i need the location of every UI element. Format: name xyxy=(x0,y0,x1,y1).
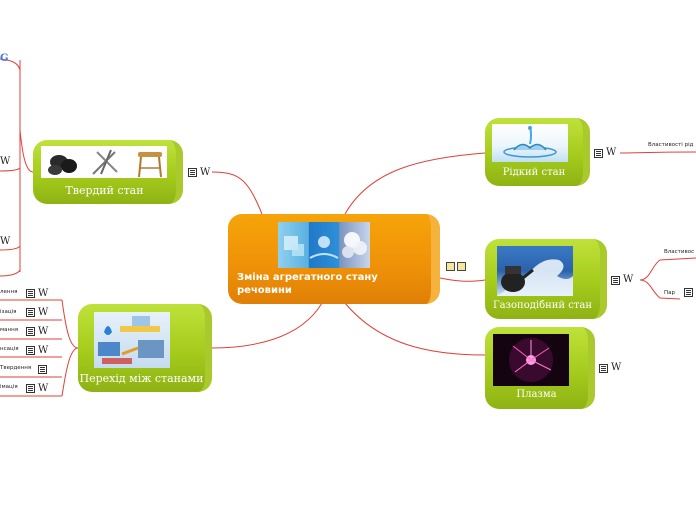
branch-label-plasma: Плазма xyxy=(485,389,588,400)
note-icon[interactable] xyxy=(446,262,455,271)
google-icon[interactable]: G xyxy=(0,54,9,64)
note-icon[interactable] xyxy=(611,276,620,285)
note-icon[interactable] xyxy=(26,308,35,317)
central-topic-node[interactable]: Зміна агрегатного стану речовини xyxy=(228,214,440,304)
note-icon[interactable] xyxy=(188,168,197,177)
wikipedia-icon[interactable]: W xyxy=(623,275,633,285)
ice-water-cloud-image xyxy=(278,222,370,268)
wikipedia-icon[interactable]: W xyxy=(38,289,48,299)
branch-node-transition[interactable]: Перехід між станами xyxy=(78,304,212,392)
branch-label-transition: Перехід між станами xyxy=(78,372,205,385)
wikipedia-icon[interactable]: W xyxy=(38,308,48,318)
transition-item[interactable]: Твердення xyxy=(0,365,31,372)
plasma-ball-image xyxy=(493,334,569,386)
wikipedia-icon[interactable]: W xyxy=(0,237,10,247)
branch-label-liquid: Рідкий стан xyxy=(485,167,583,178)
transition-item[interactable]: лення xyxy=(0,289,17,296)
wikipedia-icon[interactable]: W xyxy=(38,384,48,394)
wikipedia-icon[interactable]: W xyxy=(200,168,210,178)
branch-node-liquid[interactable]: Рідкий стан xyxy=(485,118,590,186)
transition-item[interactable]: нсація xyxy=(0,346,19,353)
note-icon[interactable] xyxy=(594,149,603,158)
note-icon[interactable] xyxy=(26,384,35,393)
phase-transition-image xyxy=(94,312,170,368)
central-topic-title: Зміна агрегатного стану речовини xyxy=(237,271,397,297)
note-icon[interactable] xyxy=(26,346,35,355)
note-icon[interactable] xyxy=(38,365,47,374)
wikipedia-icon[interactable]: W xyxy=(611,363,621,373)
transition-item[interactable]: ізація xyxy=(0,309,16,316)
transition-item[interactable]: мання xyxy=(0,327,18,334)
coal-nails-stool-image xyxy=(41,146,167,178)
gas-properties-label[interactable]: Властивос xyxy=(664,249,694,256)
transition-item[interactable]: імація xyxy=(0,384,18,391)
note-icon[interactable] xyxy=(599,364,608,373)
gas-steam-label[interactable]: Пар xyxy=(664,290,675,297)
central-topic-icons xyxy=(446,256,468,275)
note-icon[interactable] xyxy=(684,288,693,297)
branch-label-gas: Газоподібний стан xyxy=(485,300,600,311)
branch-node-gas[interactable]: Газоподібний стан xyxy=(485,239,607,319)
wikipedia-icon[interactable]: W xyxy=(38,346,48,356)
edit-icon[interactable] xyxy=(457,262,466,271)
liquid-properties-label[interactable]: Властивості рід xyxy=(648,142,693,149)
note-icon[interactable] xyxy=(26,289,35,298)
wikipedia-icon[interactable]: W xyxy=(38,327,48,337)
branch-node-solid[interactable]: Твердий стан xyxy=(33,140,183,204)
water-splash-image xyxy=(492,124,568,162)
branch-node-plasma[interactable]: Плазма xyxy=(485,327,595,409)
kettle-steam-image xyxy=(497,246,573,296)
wikipedia-icon[interactable]: W xyxy=(0,157,10,167)
note-icon[interactable] xyxy=(26,327,35,336)
branch-label-solid: Твердий стан xyxy=(33,184,176,197)
wikipedia-icon[interactable]: W xyxy=(606,148,616,158)
